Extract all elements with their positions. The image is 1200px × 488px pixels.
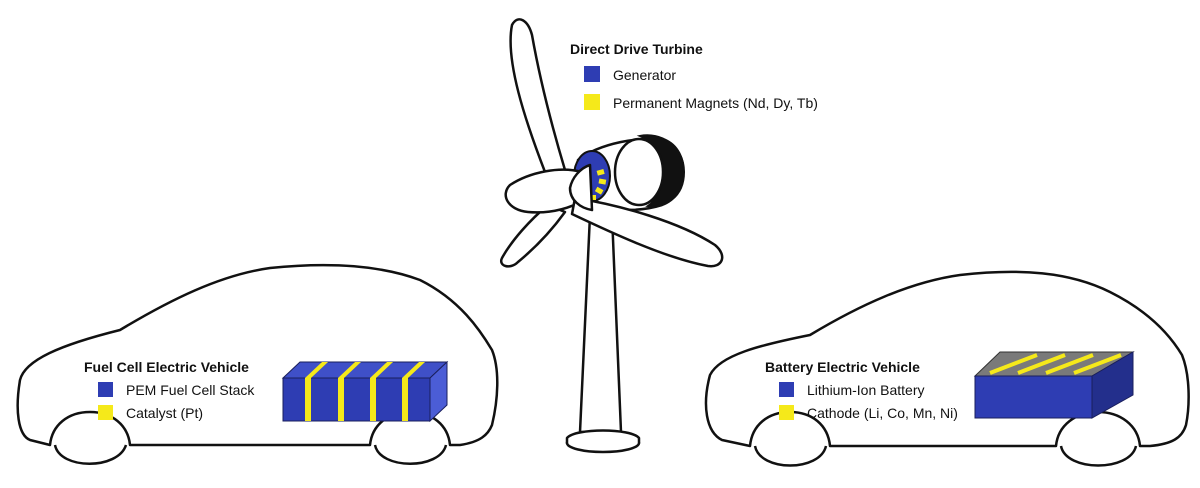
fuel-cell-car-rear-wheel (373, 444, 448, 465)
magnet (594, 186, 604, 195)
magnets-swatch (584, 94, 600, 110)
fuel-cell-car-front-wheel (53, 444, 128, 465)
generator-swatch (584, 66, 600, 82)
catalyst-layer (402, 378, 408, 421)
magnet (596, 169, 605, 176)
pem-fuel-cell-stack (281, 360, 449, 423)
magnet (590, 195, 596, 200)
turbine-tower (578, 213, 623, 434)
catalyst-layer-top (338, 362, 361, 378)
battery-front (974, 375, 1093, 419)
catalyst-layer (305, 378, 311, 421)
turbine-blade-left (499, 203, 567, 268)
catalyst-layer-top (370, 362, 393, 378)
battery-car: Battery Electric Vehicle Lithium-Ion Bat… (704, 270, 1190, 467)
fuel-cell-stack-swatch (98, 382, 113, 397)
catalyst-layer (370, 378, 376, 421)
generator-label: Generator (613, 67, 676, 83)
fuel-cell-car: Fuel Cell Electric Vehicle PEM Fuel Cell… (16, 263, 499, 465)
turbine-base (565, 429, 641, 445)
catalyst-layer (338, 378, 344, 421)
turbine-title: Direct Drive Turbine (570, 41, 703, 57)
fuel-cell-vehicle-title: Fuel Cell Electric Vehicle (84, 359, 249, 375)
hub-collar (568, 163, 594, 212)
cathode-layer (1073, 353, 1122, 375)
turbine-blade-right (570, 196, 724, 268)
magnets-label: Permanent Magnets (Nd, Dy, Tb) (613, 95, 818, 111)
cathode-layer (1045, 353, 1094, 375)
battery-car-rear-wheel (1059, 445, 1138, 467)
cathode-layer (1017, 353, 1066, 375)
cathode-layer (989, 353, 1038, 375)
lithium-ion-label: Lithium-Ion Battery (807, 382, 925, 398)
nacelle-rear-opening (613, 137, 665, 207)
wind-turbine (499, 18, 724, 454)
turbine-blade-up (509, 18, 567, 174)
catalyst-layer-top (305, 362, 328, 378)
cathode-swatch (779, 405, 794, 420)
fuel-cell-stack-label: PEM Fuel Cell Stack (126, 382, 255, 398)
turbine-hub (504, 168, 587, 214)
battery-vehicle-title: Battery Electric Vehicle (765, 359, 920, 375)
catalyst-swatch (98, 405, 113, 420)
magnet (598, 178, 607, 185)
lithium-ion-swatch (779, 382, 794, 397)
turbine-legend: Direct Drive Turbine Generator Permanent… (570, 41, 818, 111)
cathode-label: Cathode (Li, Co, Mn, Ni) (807, 405, 958, 421)
lithium-ion-battery (973, 351, 1135, 419)
catalyst-label: Catalyst (Pt) (126, 405, 203, 421)
battery-car-front-wheel (753, 445, 828, 467)
catalyst-layer-top (402, 362, 425, 378)
